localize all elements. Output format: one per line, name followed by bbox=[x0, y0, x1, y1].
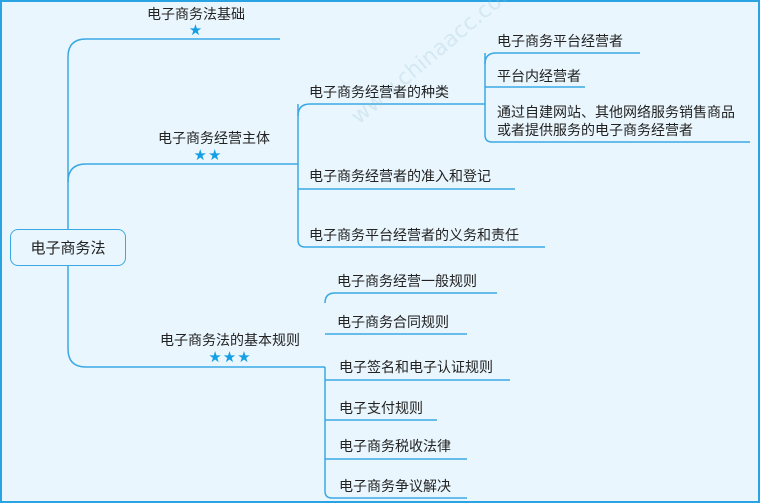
node-obligations[interactable]: 电子商务平台经营者的义务和责任 bbox=[309, 228, 519, 244]
node-operator-types[interactable]: 电子商务经营者的种类 bbox=[309, 85, 449, 101]
star-rating-icon: ★★ bbox=[193, 146, 223, 164]
root-node[interactable]: 电子商务法 bbox=[10, 229, 126, 266]
branch-rules[interactable]: 电子商务法的基本规则 bbox=[160, 333, 300, 349]
node-rule-payment[interactable]: 电子支付规则 bbox=[339, 401, 423, 417]
node-rule-general[interactable]: 电子商务经营一般规则 bbox=[337, 274, 477, 290]
node-rule-signature[interactable]: 电子签名和电子认证规则 bbox=[339, 360, 493, 376]
root-label: 电子商务法 bbox=[30, 239, 106, 257]
sub3-spine bbox=[484, 53, 750, 143]
node-rule-contract[interactable]: 电子商务合同规则 bbox=[337, 315, 449, 331]
star-rating-icon: ★ bbox=[188, 21, 204, 39]
branch-basics[interactable]: 电子商务法基础 bbox=[147, 7, 245, 23]
node-self-built-operator-line2[interactable]: 或者提供服务的电子商务经营者 bbox=[497, 123, 693, 139]
node-rule-tax[interactable]: 电子商务税收法律 bbox=[339, 439, 451, 455]
node-self-built-operator-line1[interactable]: 通过自建网站、其他网络服务销售商品 bbox=[497, 105, 735, 121]
node-access-registration[interactable]: 电子商务经营者的准入和登记 bbox=[309, 169, 491, 185]
branch2-line bbox=[67, 163, 298, 183]
sub2-spine bbox=[297, 104, 545, 248]
branch-operators[interactable]: 电子商务经营主体 bbox=[158, 131, 270, 147]
trunk-top bbox=[67, 38, 280, 229]
node-platform-operator[interactable]: 电子商务平台经营者 bbox=[497, 34, 623, 50]
node-in-platform-operator[interactable]: 平台内经营者 bbox=[497, 69, 581, 85]
trunk-bottom bbox=[67, 265, 325, 368]
node-rule-dispute[interactable]: 电子商务争议解决 bbox=[339, 479, 451, 495]
rules-spine bbox=[324, 367, 467, 499]
star-rating-icon: ★★★ bbox=[208, 348, 252, 366]
